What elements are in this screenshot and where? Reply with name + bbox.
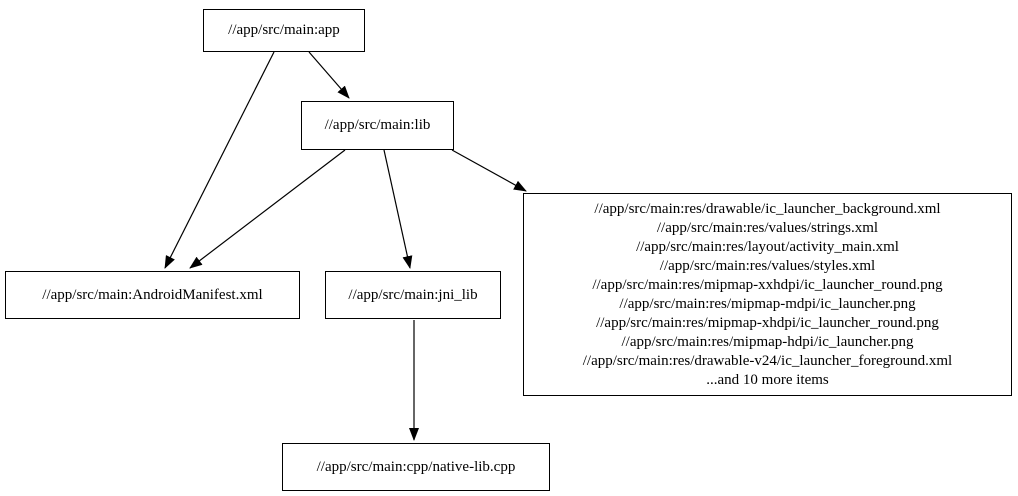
node-lib: //app/src/main:lib — [301, 101, 454, 150]
edge-lib-to-res-group — [451, 149, 527, 192]
node-native-lib-cpp: //app/src/main:cpp/native-lib.cpp — [282, 443, 550, 491]
edge-app-to-manifest — [164, 51, 275, 269]
edge-lib-to-manifest — [189, 149, 346, 269]
node-app: //app/src/main:app — [203, 9, 365, 52]
node-jni-lib: //app/src/main:jni_lib — [325, 271, 501, 319]
node-android-manifest: //app/src/main:AndroidManifest.xml — [5, 271, 300, 319]
node-res-group: //app/src/main:res/drawable/ic_launcher_… — [523, 193, 1012, 396]
edge-lib-to-jni-lib — [383, 149, 413, 269]
edge-app-to-lib — [308, 51, 350, 99]
